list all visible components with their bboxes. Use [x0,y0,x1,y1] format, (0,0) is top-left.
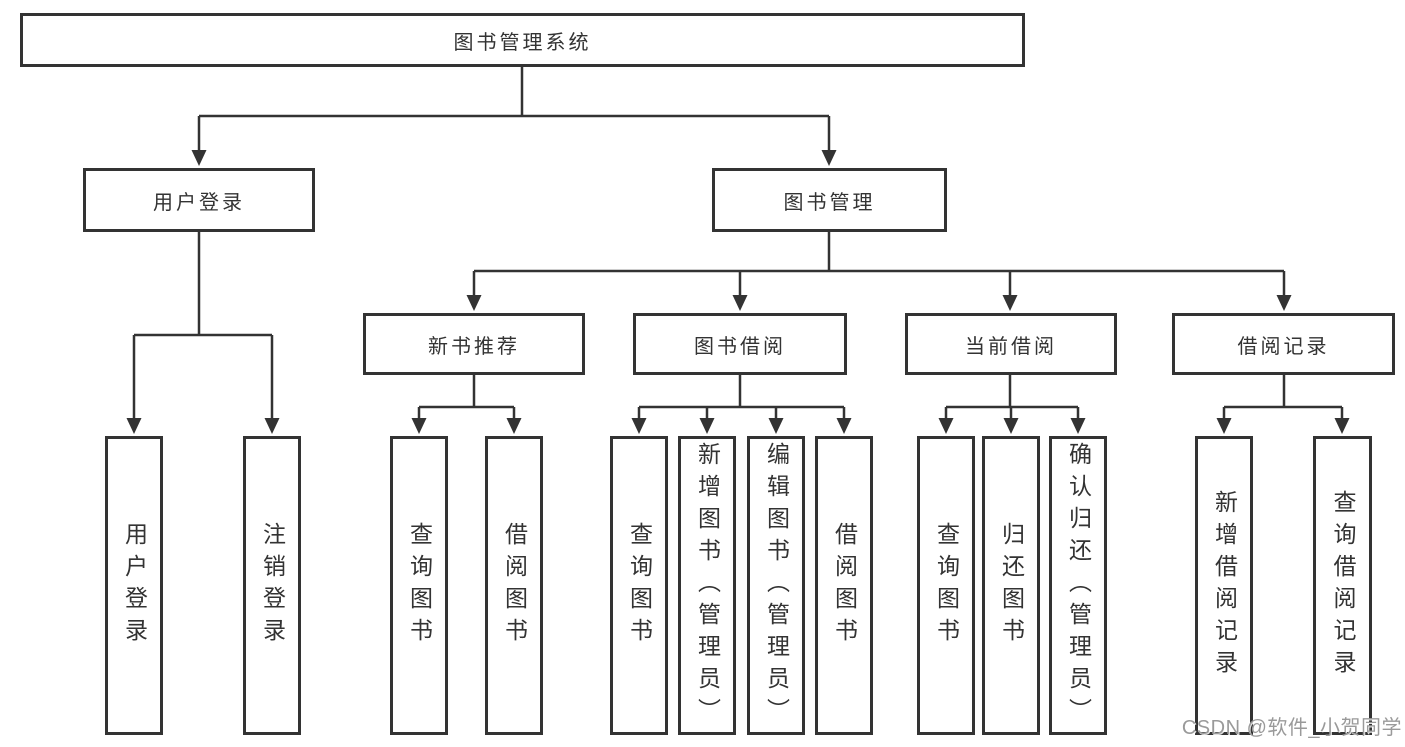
arrowhead-icon [126,418,142,434]
node-user-login: 用户登录 [83,168,315,232]
connector-current-borrow-group [944,375,1080,420]
node-label: 新增图书（管理员） [694,441,721,730]
node-label: 图书借阅 [694,335,786,358]
connector-root [197,67,831,152]
arrowhead-icon [1003,418,1019,434]
node-book-borrowing: 图书借阅 [633,313,847,375]
arrowhead-icon [191,150,207,166]
leaf-add-borrow-record: 新增借阅记录 [1195,436,1253,735]
node-label: 借阅图书 [501,521,528,650]
node-new-book-recommendation: 新书推荐 [363,313,585,375]
leaf-add-books-admin: 新增图书（管理员） [678,436,736,735]
arrowhead-icon [1002,295,1018,311]
arrowhead-icon [938,418,954,434]
leaf-query-books: 查询图书 [610,436,668,735]
arrowhead-icon [631,418,647,434]
node-label: 借阅图书 [831,521,858,650]
node-label: 查询图书 [406,521,433,650]
node-label: 用户登录 [153,191,245,214]
leaf-return-books: 归还图书 [982,436,1040,735]
node-label: 当前借阅 [965,335,1057,358]
arrowhead-icon [699,418,715,434]
node-label: 归还图书 [998,521,1025,650]
connector-user-login-group [132,232,274,420]
node-borrowing-records: 借阅记录 [1172,313,1395,375]
node-label: 确认归还（管理员） [1065,441,1092,730]
node-label: 借阅记录 [1237,335,1330,358]
connector-book-borrow-group [637,375,846,420]
node-label: 新书推荐 [428,335,520,358]
arrowhead-icon [836,418,852,434]
arrowhead-icon [411,418,427,434]
connector-book-management-group [472,232,1286,297]
leaf-query-borrow-record: 查询借阅记录 [1313,436,1372,735]
arrowhead-icon [1216,418,1232,434]
node-label: 用户登录 [121,521,148,650]
leaf-logout: 注销登录 [243,436,301,735]
node-label: 注销登录 [259,521,286,650]
leaf-query-books: 查询图书 [917,436,975,735]
node-label: 图书管理系统 [453,31,592,54]
arrowhead-icon [1070,418,1086,434]
arrowhead-icon [1276,295,1292,311]
node-label: 查询图书 [933,521,960,650]
arrowhead-icon [264,418,280,434]
arrowhead-icon [821,150,837,166]
node-label: 查询借阅记录 [1330,489,1356,682]
arrowhead-icon [466,295,482,311]
node-label: 新增借阅记录 [1211,489,1238,682]
node-label: 图书管理 [783,191,876,214]
connector-new-book-group [417,375,516,420]
arrowhead-icon [1334,418,1350,434]
node-book-management: 图书管理 [712,168,947,232]
node-label: 查询图书 [626,521,653,650]
csdn-watermark: CSDN @软件_小贺同学 [1181,717,1402,739]
leaf-confirm-return-admin: 确认归还（管理员） [1049,436,1107,735]
leaf-edit-books-admin: 编辑图书（管理员） [747,436,805,735]
leaf-borrow-books: 借阅图书 [815,436,873,735]
arrowhead-icon [732,295,748,311]
arrowhead-icon [506,418,522,434]
leaf-borrow-books: 借阅图书 [485,436,543,735]
leaf-user-login: 用户登录 [105,436,163,735]
node-current-borrowing: 当前借阅 [905,313,1117,375]
node-library-management-system: 图书管理系统 [20,13,1025,67]
connector-borrow-records-group [1222,375,1344,420]
leaf-query-books: 查询图书 [390,436,448,735]
node-label: 编辑图书（管理员） [763,441,790,730]
arrowhead-icon [768,418,784,434]
